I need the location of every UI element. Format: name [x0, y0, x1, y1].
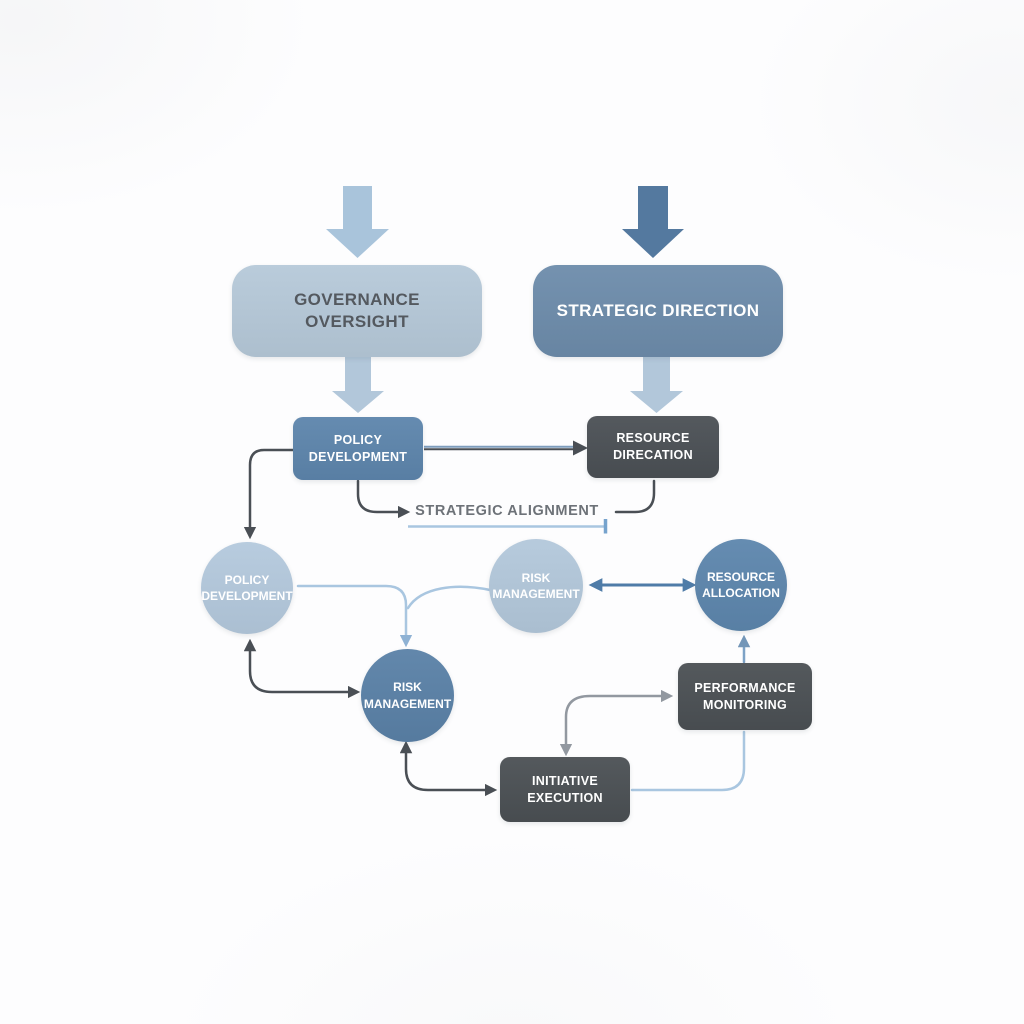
- node-risk-management-circle-dark-label: RISK MANAGEMENT: [363, 680, 452, 711]
- node-risk-management-circle-light-label: RISK MANAGEMENT: [492, 570, 580, 601]
- node-resource-allocation-circle-label: RESOURCE ALLOCATION: [702, 569, 780, 600]
- node-resource-allocation-circle: RESOURCE ALLOCATION: [695, 539, 787, 631]
- node-risk-management-circle-dark: RISK MANAGEMENT: [361, 649, 454, 742]
- block-arrow-governance-to-policy: [332, 357, 384, 413]
- node-resource-direcation-box: RESOURCE DIRECATION: [587, 416, 719, 478]
- node-performance-monitoring-box-label: PERFORMANCE MONITORING: [694, 680, 796, 712]
- node-policy-development-box: POLICY DEVELOPMENT: [293, 417, 423, 480]
- node-governance-oversight: GOVERNANCE OVERSIGHT: [232, 265, 482, 357]
- node-risk-management-circle-light: RISK MANAGEMENT: [489, 539, 583, 633]
- edge-initiative-performance-gray: [559, 689, 674, 757]
- node-performance-monitoring-box: PERFORMANCE MONITORING: [678, 663, 812, 730]
- edge-initiative-performance-light: [630, 730, 746, 792]
- node-policy-development-box-label: POLICY DEVELOPMENT: [308, 432, 408, 464]
- edge-resourcebox-to-alignment: [614, 479, 656, 514]
- node-initiative-execution-box-label: INITIATIVE EXECUTION: [527, 773, 603, 805]
- block-arrow-into-strategic: [622, 186, 684, 258]
- edge-policybox-to-alignment: [356, 479, 411, 519]
- node-resource-direcation-box-label: RESOURCE DIRECATION: [613, 431, 693, 462]
- block-arrow-into-governance: [326, 186, 389, 258]
- node-initiative-execution-box: INITIATIVE EXECUTION: [500, 757, 630, 822]
- edge-risklight-merge: [406, 585, 492, 610]
- node-policy-development-circle: POLICY DEVELOPMENT: [201, 542, 293, 634]
- node-policy-development-circle-label: POLICY DEVELOPMENT: [201, 572, 293, 603]
- edge-policy-to-resource-head: [573, 440, 588, 456]
- block-arrow-strategic-to-resource: [630, 357, 683, 413]
- node-strategic-direction: STRATEGIC DIRECTION: [533, 265, 783, 357]
- node-strategic-direction-label: STRATEGIC DIRECTION: [556, 300, 760, 320]
- edge-policybox-to-policycircle: [243, 448, 296, 540]
- strategic-alignment-label: STRATEGIC ALIGNMENT: [415, 503, 599, 519]
- edge-riskdark-initiative: [399, 740, 498, 797]
- edge-policycircle-to-riskdark-light: [296, 584, 413, 648]
- edge-policycircle-riskdark-dark: [243, 638, 361, 699]
- node-governance-oversight-label: GOVERNANCE OVERSIGHT: [294, 289, 420, 331]
